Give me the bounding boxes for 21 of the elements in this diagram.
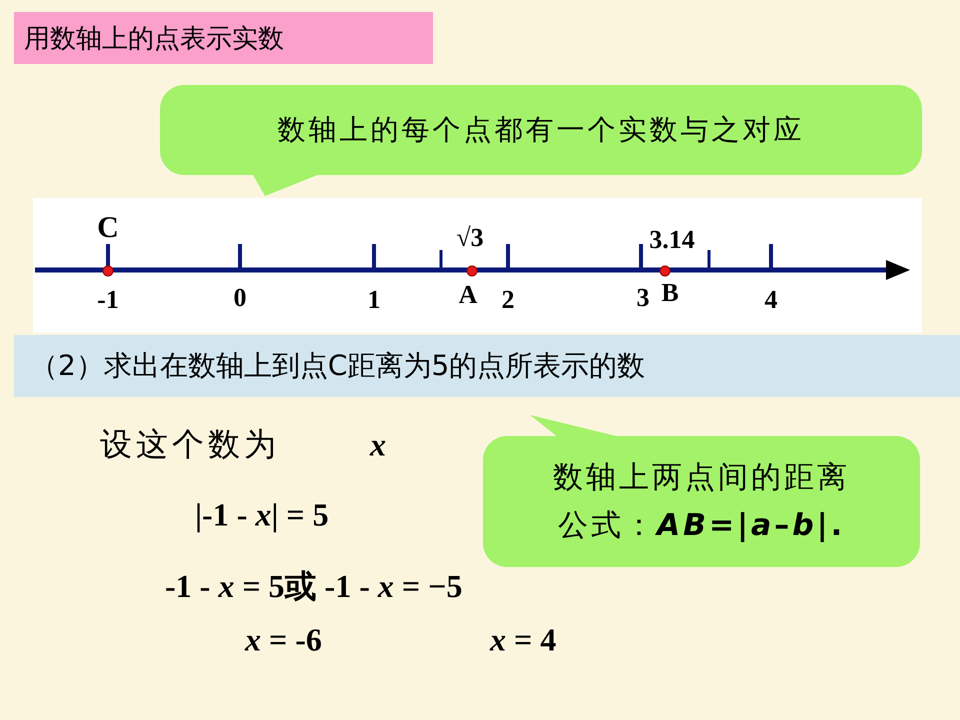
point-label: C [97, 211, 119, 245]
equation-text: x = -6 [245, 622, 322, 658]
callout-text: 数轴上的每个点都有一个实数与之对应 [276, 112, 806, 148]
tick-label: 0 [234, 283, 246, 313]
tick-label: 1 [368, 285, 380, 315]
equation-text: x [370, 426, 386, 464]
tick-label: -1 [97, 285, 119, 315]
point-label: 3.14 [649, 225, 695, 255]
tick-label: 2 [502, 285, 514, 315]
question-text: （2）求出在数轴上到点C距离为5的点所表示的数 [30, 348, 646, 384]
equation-text: -1 - x = 5或 -1 - x = −5 [165, 567, 462, 606]
point-label: √3 [456, 223, 484, 253]
tick-label: 3 [636, 283, 650, 313]
point-label: A [458, 280, 478, 310]
tick-label: 4 [764, 285, 778, 315]
callout-text: 数轴上两点间的距离公式：AB=|a–b|. [552, 458, 851, 544]
equation-text: x = 4 [490, 622, 556, 658]
equation-text: 设这个数为 [100, 424, 280, 465]
title-text: 用数轴上的点表示实数 [24, 23, 284, 56]
point-label: B [661, 278, 679, 308]
equation-text: |-1 - x| = 5 [195, 496, 329, 534]
